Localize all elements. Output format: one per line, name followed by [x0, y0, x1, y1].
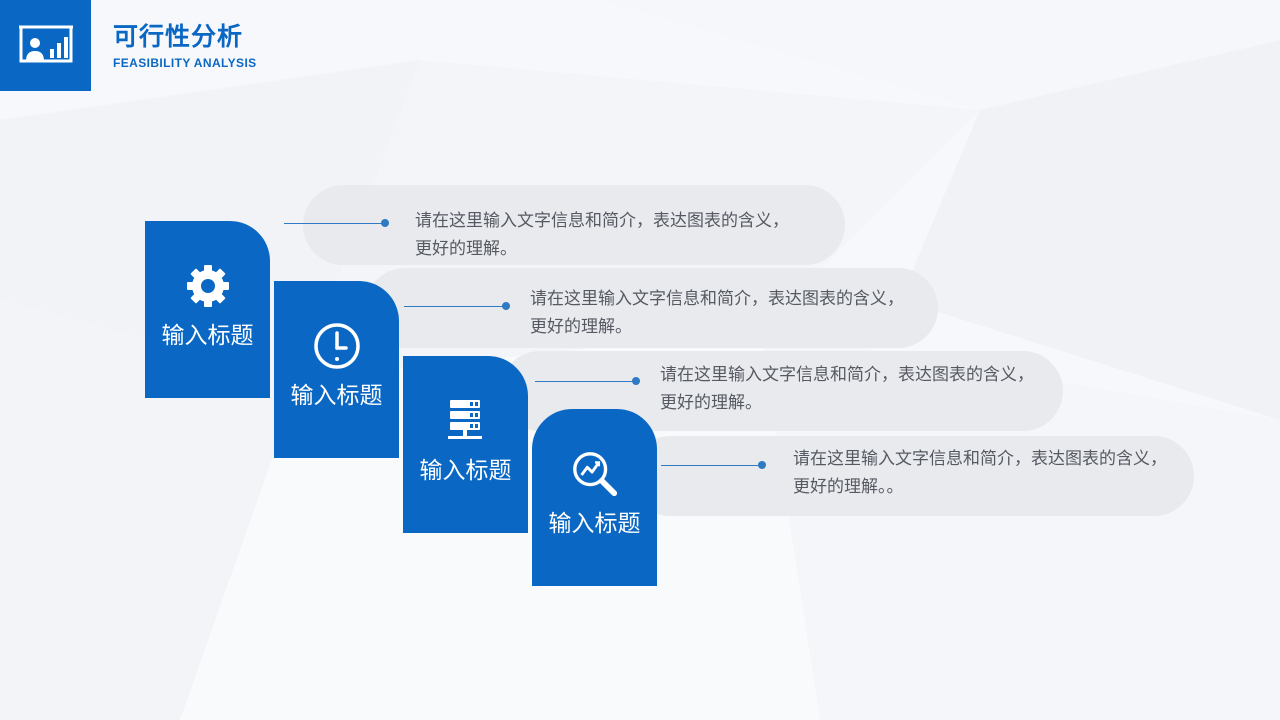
connector-line-3 — [535, 381, 636, 382]
step-card-2[interactable]: 输入标题 — [274, 281, 399, 458]
connector-line-4 — [661, 465, 762, 466]
step-card-3[interactable]: 输入标题 — [403, 356, 528, 533]
gear-icon — [183, 261, 233, 311]
step-title-2: 输入标题 — [290, 383, 383, 409]
page-subtitle: FEASIBILITY ANALYSIS — [113, 56, 257, 70]
clock-icon — [312, 321, 362, 371]
description-pill-2 — [365, 268, 938, 348]
description-pill-1 — [303, 185, 845, 265]
presentation-board-icon — [18, 25, 73, 62]
connector-dot-2 — [502, 302, 510, 310]
server-icon — [441, 396, 491, 446]
step-card-4[interactable]: 输入标题 — [532, 409, 657, 586]
description-text-2: 请在这里输入文字信息和简介，表达图表的含义，更好的理解。 — [530, 289, 904, 337]
connector-line-1 — [284, 223, 385, 224]
page-title: 可行性分析 — [113, 22, 244, 51]
connector-dot-1 — [381, 219, 389, 227]
connector-dot-3 — [632, 377, 640, 385]
logo-badge — [0, 0, 91, 91]
step-title-4: 输入标题 — [548, 511, 641, 537]
magnifier-chart-icon — [570, 449, 620, 499]
description-pill-4 — [630, 436, 1194, 516]
description-text-1: 请在这里输入文字信息和简介，表达图表的含义，更好的理解。 — [415, 211, 789, 259]
connector-dot-4 — [758, 461, 766, 469]
description-text-4: 请在这里输入文字信息和简介，表达图表的含义，更好的理解。。 — [793, 449, 1167, 497]
step-title-1: 输入标题 — [161, 323, 254, 349]
step-card-1[interactable]: 输入标题 — [145, 221, 270, 398]
connector-line-2 — [404, 306, 506, 307]
description-text-3: 请在这里输入文字信息和简介，表达图表的含义，更好的理解。 — [660, 365, 1034, 413]
step-title-3: 输入标题 — [419, 458, 512, 484]
